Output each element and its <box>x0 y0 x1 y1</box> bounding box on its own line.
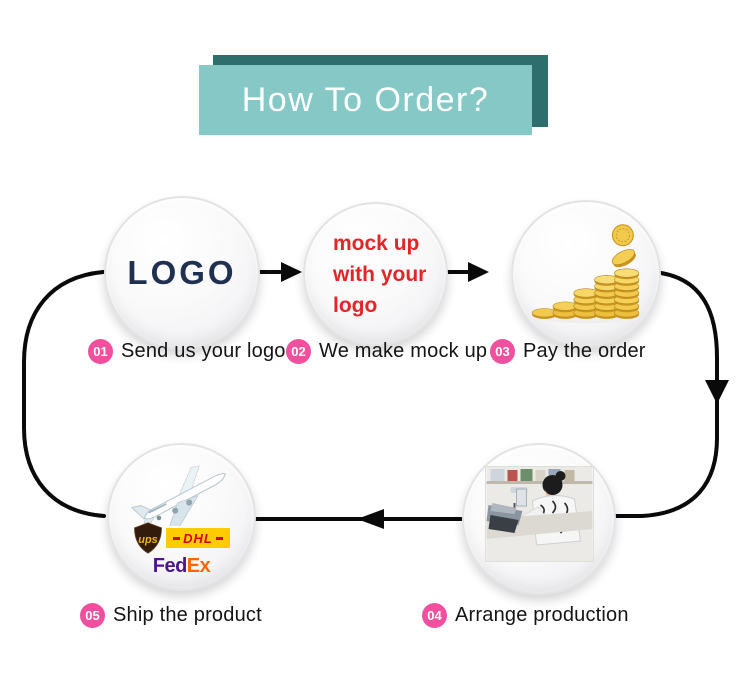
gold-coin-stacks-icon <box>531 224 640 324</box>
mockup-line3: logo <box>333 293 378 317</box>
step1-number-badge: 01 <box>88 339 113 364</box>
dhl-logo: DHL <box>166 528 230 548</box>
loop-curve-left <box>22 270 106 518</box>
step5-label: Ship the product <box>113 604 262 626</box>
step1-caption: 01 Send us your logo <box>88 339 286 364</box>
step1-label: Send us your logo <box>121 340 286 362</box>
fedex-logo-fed: Fed <box>152 555 188 577</box>
dhl-logo-text: DHL <box>183 530 213 546</box>
step3-number-badge: 03 <box>490 339 515 364</box>
shipping-content: ups DHL FedEx <box>123 460 241 578</box>
step1-circle: LOGO <box>104 196 260 350</box>
fedex-logo-ex: Ex <box>186 555 211 577</box>
ups-logo-text: ups <box>138 534 157 546</box>
step5-circle: ups DHL FedEx <box>107 443 256 591</box>
step2-number-badge: 02 <box>286 339 311 364</box>
step4-circle <box>462 443 616 595</box>
dhl-dash-left <box>173 536 181 540</box>
arrow-down-icon <box>705 380 729 404</box>
mockup-note: mock up with your logo <box>305 228 446 321</box>
step5-number-badge: 05 <box>80 603 105 628</box>
step2-circle: mock up with your logo <box>303 202 448 346</box>
fedex-logo: FedEx <box>153 555 211 578</box>
step4-label: Arrange production <box>455 604 629 626</box>
arrow-right-icon <box>443 262 489 282</box>
step3-caption: 03 Pay the order <box>490 339 646 364</box>
step4-caption: 04 Arrange production <box>422 603 629 628</box>
arrow-right-icon <box>254 262 302 282</box>
step4-number-badge: 04 <box>422 603 447 628</box>
dhl-dash-right <box>215 536 223 540</box>
banner: How To Order? <box>199 65 532 135</box>
ups-logo: ups <box>134 522 162 554</box>
logo-placeholder-text: LOGO <box>127 254 237 291</box>
arrow-left-icon <box>252 509 463 529</box>
page-title: How To Order? <box>241 80 490 119</box>
step2-label: We make mock up <box>319 340 488 362</box>
step3-circle <box>511 200 661 348</box>
airplane-icon <box>130 465 226 526</box>
sewing-production-photo <box>484 466 594 562</box>
mockup-line2: with your <box>333 262 427 286</box>
carrier-logos: ups DHL <box>133 522 230 554</box>
step3-label: Pay the order <box>523 340 646 362</box>
step5-caption: 05 Ship the product <box>80 603 262 628</box>
step2-caption: 02 We make mock up <box>286 339 487 364</box>
mockup-line1: mock up <box>333 231 420 255</box>
